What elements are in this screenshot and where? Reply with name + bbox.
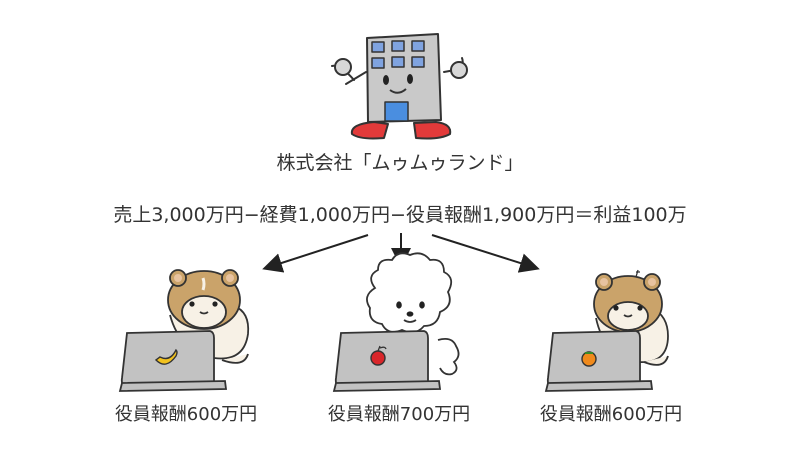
company-name-label: 株式会社「ムゥムゥランド」 [276,152,524,174]
laptop-right-icon [544,330,654,392]
banana-icon [154,348,178,365]
arrow-right [431,234,540,273]
poodle-executive-middle-icon [366,252,460,376]
arrow-left [262,234,369,273]
profit-formula: 売上3,000万円−経費1,000万円−役員報酬1,900万円＝利益100万 [113,204,687,226]
executive-salary-right: 役員報酬600万円 [539,404,683,425]
laptop-middle-icon [332,330,442,392]
laptop-left-icon [118,330,228,392]
orange-icon [581,351,597,367]
building-mascot-icon [331,33,468,140]
apple-icon [370,345,387,366]
executive-salary-middle: 役員報酬700万円 [327,404,471,425]
executive-salary-left: 役員報酬600万円 [114,404,258,425]
